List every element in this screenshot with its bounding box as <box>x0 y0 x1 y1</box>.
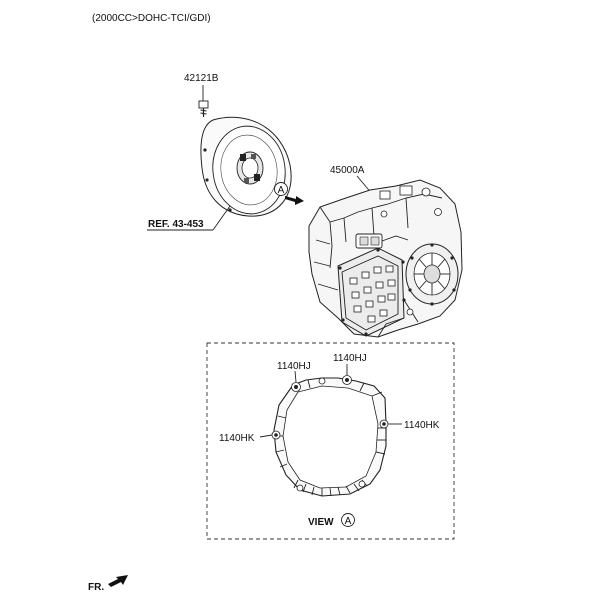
view-a-letter: A <box>278 185 285 196</box>
engine-spec-label: (2000CC>DOHC-TCI/GDI) <box>92 13 211 24</box>
callout-1140hj-left: 1140HJ <box>277 361 311 372</box>
view-title-letter: A <box>345 516 352 527</box>
bolt-part-number: 42121B <box>184 73 219 84</box>
torque-converter[interactable] <box>198 100 292 219</box>
view-title: VIEW <box>308 517 334 528</box>
arrow-right-icon <box>285 196 304 205</box>
transmission-assembly[interactable] <box>308 179 463 338</box>
callout-1140hk-right: 1140HK <box>404 420 440 431</box>
view-title-marker <box>341 513 355 527</box>
callout-1140hj-right: 1140HJ <box>333 353 367 364</box>
bell-housing-gasket <box>271 375 389 497</box>
assembly-part-number: 45000A <box>330 165 365 176</box>
front-direction-label: FR. <box>88 582 104 593</box>
view-a-marker: A <box>274 182 304 205</box>
view-a-box <box>206 342 455 540</box>
reference-label[interactable]: REF. 43-453 <box>148 219 204 230</box>
front-direction-arrow-icon <box>108 575 128 587</box>
callout-1140hk-left: 1140HK <box>219 433 255 444</box>
bolt-42121b <box>198 100 209 117</box>
